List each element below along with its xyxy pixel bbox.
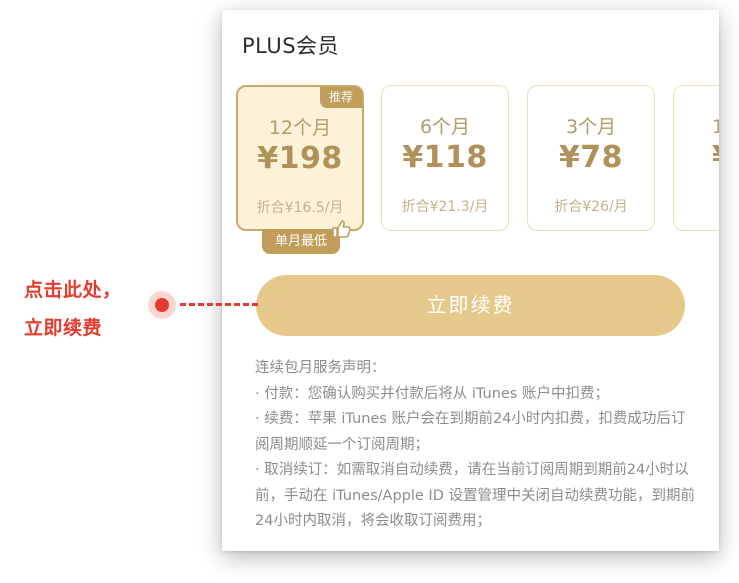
plan-monthly-price: 折合¥21.3/月 (401, 199, 489, 215)
plan-name: 6个月 (419, 116, 471, 138)
plan-price: ¥ (674, 140, 719, 175)
subscription-terms: 连续包月服务声明： · 付款：您确认购买并付款后将从 iTunes 账户中扣费；… (255, 356, 695, 535)
plan-price: ¥198 (257, 141, 343, 176)
annotation-line-1: 点击此处， (24, 279, 122, 301)
panel-title: PLUS会员 (242, 34, 340, 58)
pointer-dashed-line (180, 303, 258, 306)
plan-card-12-months[interactable]: 推荐 12个月 ¥198 折合¥16.5/月 (236, 85, 364, 231)
terms-cancel: · 取消续订：如需取消自动续费，请在当前订阅周期到期前24小时以前，手动在 iT… (255, 462, 695, 529)
plan-card-1-month[interactable]: 1个月 ¥ (673, 85, 719, 231)
renew-now-button[interactable]: 立即续费 (256, 275, 685, 336)
membership-panel: PLUS会员 推荐 12个月 ¥198 折合¥16.5/月 单月最低 6个月 ¥… (222, 10, 719, 551)
annotation-line-2: 立即续费 (24, 317, 103, 339)
plan-name: 12个月 (268, 117, 332, 139)
plan-name: 3个月 (565, 116, 617, 138)
plan-monthly-price: 折合¥26/月 (554, 199, 628, 215)
plan-card-6-months[interactable]: 6个月 ¥118 折合¥21.3/月 (381, 85, 509, 231)
plan-name: 1个月 (712, 116, 719, 138)
plan-price: ¥118 (402, 140, 488, 175)
thumbs-up-icon (332, 220, 351, 238)
terms-payment: · 付款：您确认购买并付款后将从 iTunes 账户中扣费； (255, 385, 609, 402)
terms-renewal: · 续费：苹果 iTunes 账户会在到期前24小时内扣费，扣费成功后订阅周期顺… (255, 411, 686, 453)
plan-monthly-price: 折合¥16.5/月 (256, 200, 344, 216)
terms-heading: 连续包月服务声明： (255, 360, 386, 376)
pointer-dot (155, 298, 169, 312)
lowest-monthly-badge: 单月最低 (262, 229, 340, 254)
recommended-badge: 推荐 (320, 87, 362, 108)
plan-price: ¥78 (558, 140, 624, 175)
plan-card-3-months[interactable]: 3个月 ¥78 折合¥26/月 (527, 85, 655, 231)
